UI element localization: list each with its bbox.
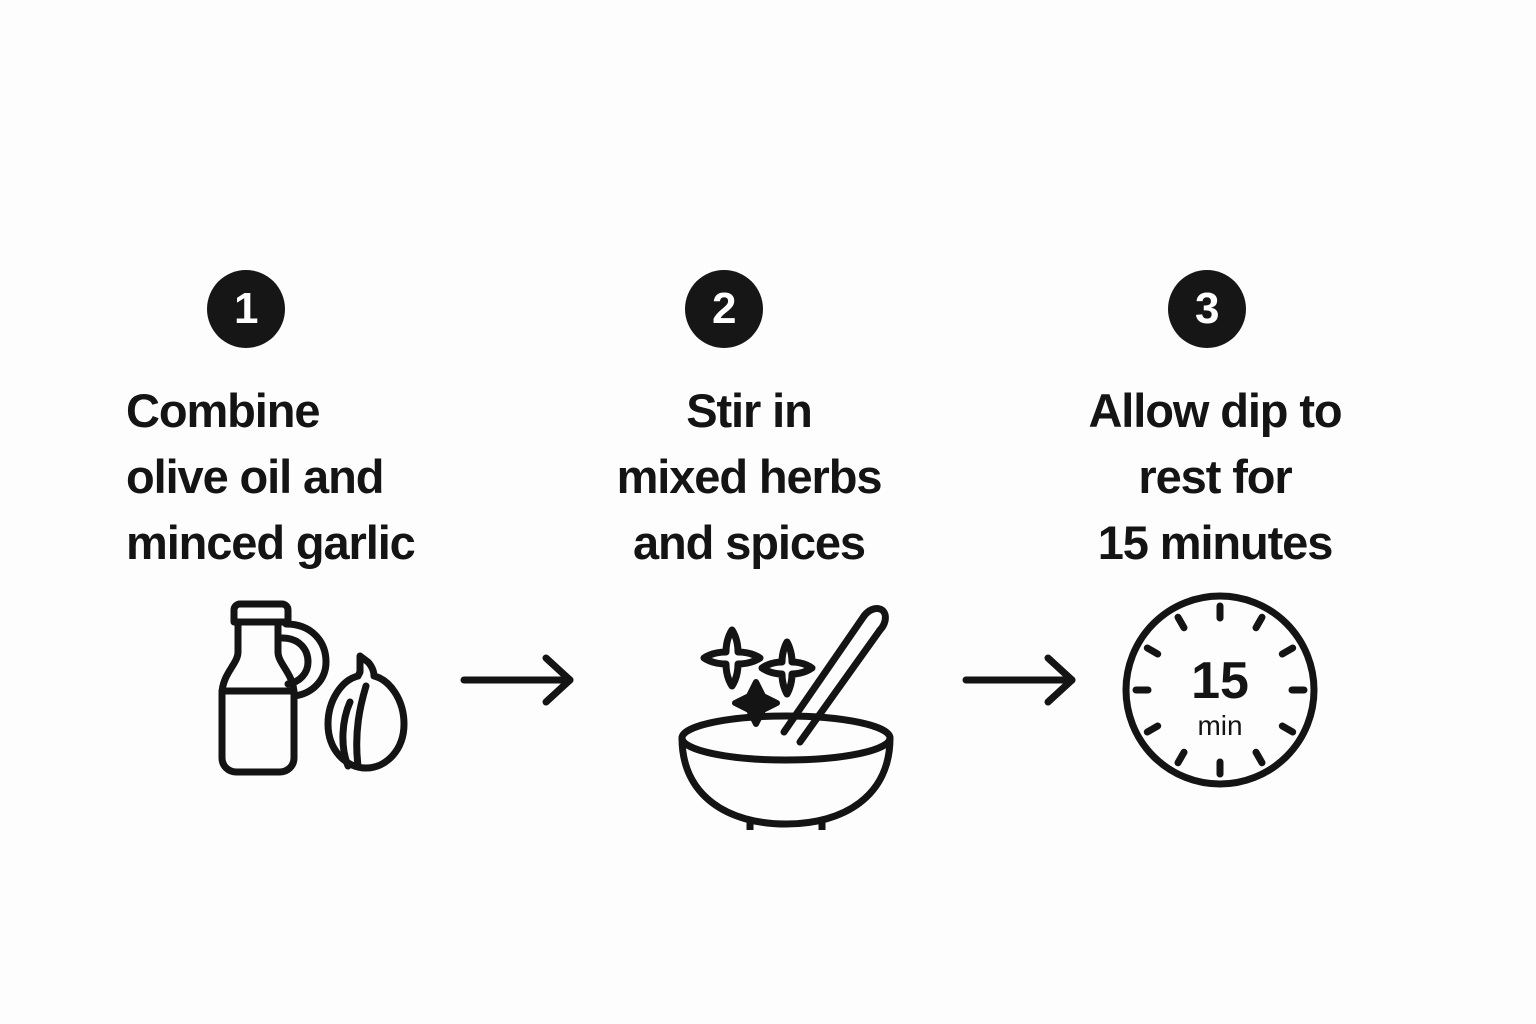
step-1-title: Combine olive oil and minced garlic [126,384,416,569]
step-number-badge-1: 1 [207,270,285,348]
step-1-badge-row: 1 [118,270,518,362]
arrow-right-icon [962,654,1076,706]
spice-sparkle-medium-icon [758,638,816,698]
step-2-title: Stir in mixed herbs and spices [616,384,883,569]
olive-oil-bottle-and-garlic-icon [218,600,408,776]
arrow-step1-to-step2 [458,650,588,710]
arrow-right-icon [460,654,574,706]
timer-value: 15 [1191,652,1249,710]
spice-sparkle-small-icon [732,679,780,727]
clock-face-ring [1122,592,1318,788]
step-number-badge-3: 3 [1168,270,1246,348]
spice-sparkle-large-icon [700,626,764,690]
mixing-bowl-with-spoon-and-spices-icon [678,605,894,842]
step-card-1: 1 Combine olive oil and minced garlic [118,270,518,810]
clock-tick-marks [1132,602,1308,778]
step-card-2: 2 Stir in mixed herbs and spices [560,270,960,842]
step-3-illustration: 15 min [1010,590,1410,810]
step-1-illustration [118,590,518,810]
arrow-step2-to-step3 [960,650,1090,710]
step-3-badge-row: 3 [1010,270,1410,362]
step-number-badge-2: 2 [685,270,763,348]
step-card-3: 3 Allow dip to rest for 15 minutes [1010,270,1410,810]
timer-unit: min [1197,710,1242,741]
step-3-title: Allow dip to rest for 15 minutes [1088,384,1342,569]
step-2-badge-row: 2 [560,270,960,362]
step-2-illustration [560,590,960,842]
timer-clock-icon: 15 min [1122,592,1318,788]
